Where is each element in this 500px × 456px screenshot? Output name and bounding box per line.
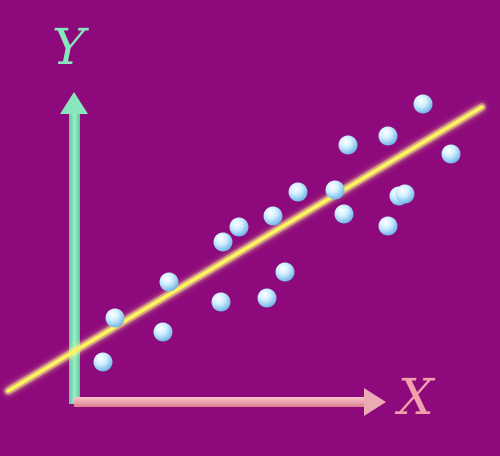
data-point-2 bbox=[105, 308, 125, 328]
data-point-12 bbox=[325, 180, 345, 200]
data-point-8 bbox=[257, 288, 277, 308]
trend-line bbox=[6, 105, 484, 393]
data-point-16 bbox=[378, 126, 398, 146]
data-point-11 bbox=[288, 182, 308, 202]
data-point-19 bbox=[413, 94, 433, 114]
y-axis-label: Y bbox=[52, 18, 86, 76]
data-point-7 bbox=[229, 217, 249, 237]
data-point-18 bbox=[395, 184, 415, 204]
data-point-10 bbox=[275, 262, 295, 282]
data-point-1 bbox=[93, 352, 113, 372]
x-axis-line bbox=[74, 397, 370, 407]
data-points bbox=[93, 94, 461, 372]
x-axis-label: X bbox=[398, 368, 434, 426]
data-point-15 bbox=[378, 216, 398, 236]
data-point-9 bbox=[263, 206, 283, 226]
data-point-14 bbox=[338, 135, 358, 155]
y-axis-arrowhead bbox=[60, 92, 88, 114]
y-axis-line bbox=[69, 112, 80, 404]
data-point-6 bbox=[213, 232, 233, 252]
x-axis-arrowhead bbox=[364, 388, 386, 416]
data-point-4 bbox=[159, 272, 179, 292]
data-point-3 bbox=[153, 322, 173, 342]
data-point-5 bbox=[211, 292, 231, 312]
data-point-20 bbox=[441, 144, 461, 164]
data-point-13 bbox=[334, 204, 354, 224]
